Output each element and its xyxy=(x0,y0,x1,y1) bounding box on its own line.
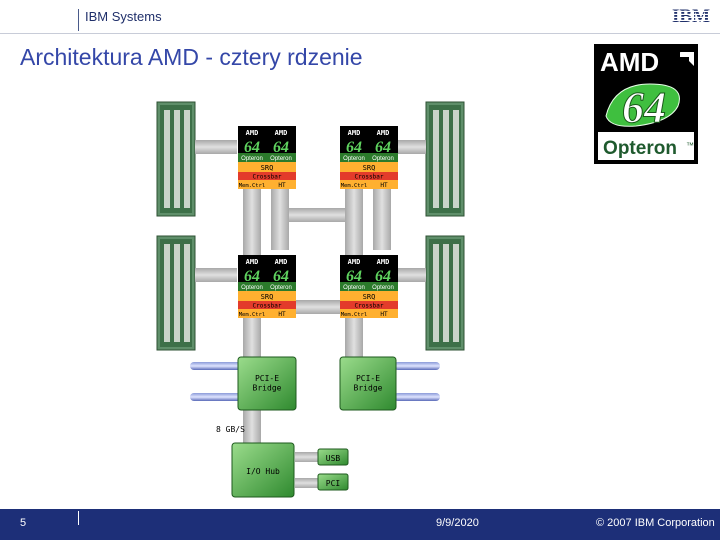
svg-text:SRQ: SRQ xyxy=(261,293,274,301)
svg-text:HT: HT xyxy=(380,311,388,318)
svg-text:64: 64 xyxy=(346,268,362,285)
svg-text:64: 64 xyxy=(375,268,391,285)
svg-text:Crossbar: Crossbar xyxy=(253,303,282,310)
amd-logo-brand: AMD xyxy=(600,47,659,77)
header-divider xyxy=(78,9,79,31)
svg-text:Opteron: Opteron xyxy=(270,156,292,162)
ibm-logo-text: IBM xyxy=(672,6,710,24)
memory-stack-top-left xyxy=(156,101,196,217)
svg-text:PCI: PCI xyxy=(326,479,341,488)
processor-bottom-left: AMD AMD 64 64 Opteron Opteron SRQ Crossb… xyxy=(238,255,296,318)
memory-stack-bottom-left xyxy=(156,235,196,351)
memory-stack-top-right xyxy=(425,101,465,217)
svg-text:Opteron: Opteron xyxy=(343,285,365,291)
svg-text:AMD: AMD xyxy=(348,129,361,137)
amd-logo-product: Opteron xyxy=(603,138,677,159)
svg-text:64: 64 xyxy=(273,139,289,156)
svg-text:AMD: AMD xyxy=(275,129,288,137)
footer-date: 9/9/2020 xyxy=(436,517,479,529)
svg-text:Opteron: Opteron xyxy=(241,156,263,162)
svg-text:64: 64 xyxy=(273,268,289,285)
pci-box: PCI xyxy=(317,473,349,491)
svg-text:™: ™ xyxy=(686,141,694,150)
svg-text:Crossbar: Crossbar xyxy=(355,303,384,310)
svg-text:Opteron: Opteron xyxy=(241,285,263,291)
amd-logo-64: 64 xyxy=(622,83,666,132)
svg-text:AMD: AMD xyxy=(348,258,361,266)
processor-top-right: AMD AMD 64 64 Opteron Opteron SRQ Crossb… xyxy=(340,126,398,189)
svg-text:64: 64 xyxy=(346,139,362,156)
svg-text:AMD: AMD xyxy=(377,129,390,137)
svg-text:Mem.Ctrl: Mem.Ctrl xyxy=(341,183,368,189)
pcie-slot-bars xyxy=(190,362,440,401)
svg-text:HT: HT xyxy=(278,182,286,189)
svg-text:Opteron: Opteron xyxy=(372,285,394,291)
footer-copyright: © 2007 IBM Corporation xyxy=(596,517,715,529)
svg-text:SRQ: SRQ xyxy=(363,293,376,301)
svg-text:AMD: AMD xyxy=(246,258,259,266)
slide-title: Architektura AMD - cztery rdzenie xyxy=(20,44,363,70)
svg-text:Opteron: Opteron xyxy=(270,285,292,291)
svg-text:Crossbar: Crossbar xyxy=(253,174,282,181)
svg-text:HT: HT xyxy=(380,182,388,189)
svg-text:Mem.Ctrl: Mem.Ctrl xyxy=(239,183,266,189)
svg-text:Mem.Ctrl: Mem.Ctrl xyxy=(239,312,266,318)
bandwidth-label: 8 GB/S xyxy=(216,425,245,434)
svg-text:64: 64 xyxy=(244,268,260,285)
header-brand: IBM Systems xyxy=(85,9,162,24)
svg-text:USB: USB xyxy=(326,454,341,463)
svg-text:64: 64 xyxy=(244,139,260,156)
svg-text:Opteron: Opteron xyxy=(343,156,365,162)
svg-text:Opteron: Opteron xyxy=(372,156,394,162)
io-hub: I/O Hub xyxy=(231,442,295,498)
svg-text:64: 64 xyxy=(375,139,391,156)
svg-text:HT: HT xyxy=(278,311,286,318)
processor-bottom-right: AMD AMD 64 64 Opteron Opteron SRQ Crossb… xyxy=(340,255,398,318)
header-line xyxy=(0,33,720,34)
svg-text:Mem.Ctrl: Mem.Ctrl xyxy=(341,312,368,318)
svg-text:AMD: AMD xyxy=(377,258,390,266)
ibm-logo: IBM xyxy=(672,6,710,24)
svg-text:I/O Hub: I/O Hub xyxy=(246,467,280,476)
footer-bar xyxy=(0,509,720,540)
svg-text:SRQ: SRQ xyxy=(363,164,376,172)
svg-text:Crossbar: Crossbar xyxy=(355,174,384,181)
page-number: 5 xyxy=(20,517,27,529)
usb-box: USB xyxy=(317,448,349,466)
svg-text:SRQ: SRQ xyxy=(261,164,274,172)
memory-stack-bottom-right xyxy=(425,235,465,351)
processor-top-left: AMD AMD 64 64 Opteron Opteron SRQ Crossb… xyxy=(238,126,296,189)
svg-text:AMD: AMD xyxy=(246,129,259,137)
amd-opteron-logo: AMD 64 Opteron ™ xyxy=(594,44,698,164)
svg-text:AMD: AMD xyxy=(275,258,288,266)
footer-divider xyxy=(78,511,79,525)
